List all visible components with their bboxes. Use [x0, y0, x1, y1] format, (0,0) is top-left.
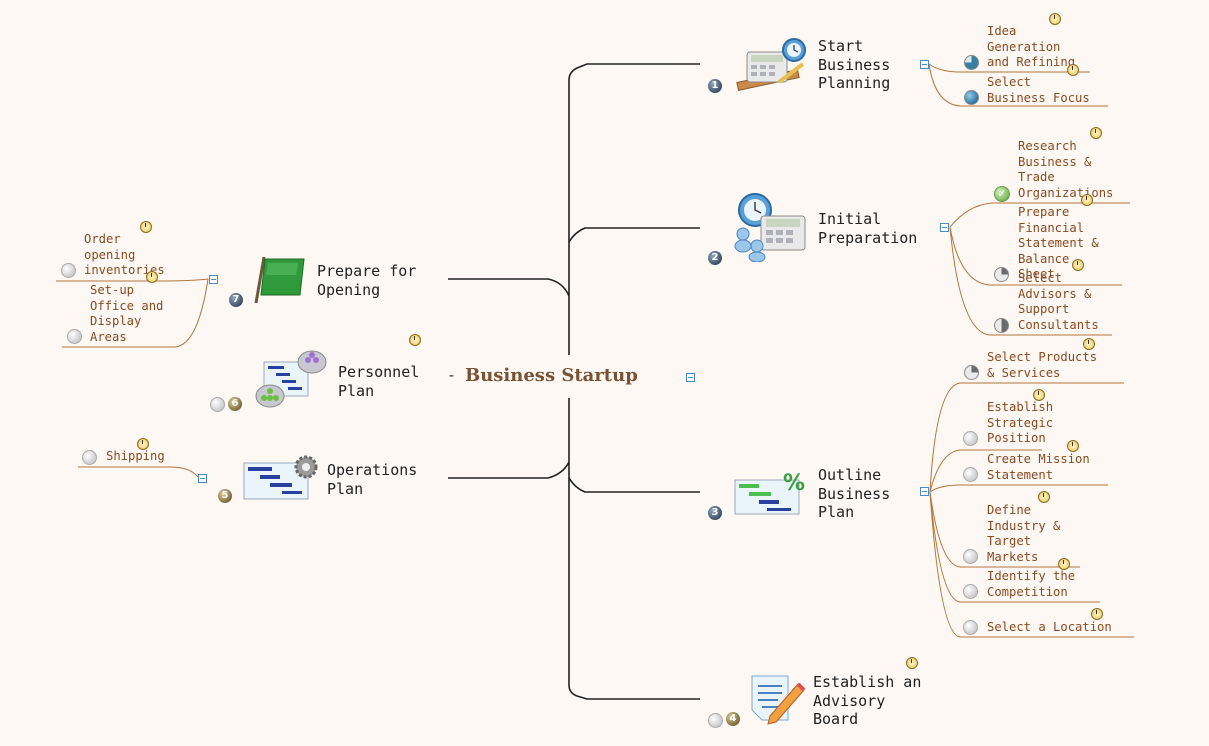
clock-icon [1033, 389, 1045, 401]
branch-number-badge: 7 [229, 293, 243, 307]
clock-icon [1058, 558, 1070, 570]
progress-pie-icon [964, 55, 979, 70]
branch-operations-plan[interactable]: Operations Plan [327, 461, 418, 498]
branch-personnel-plan[interactable]: Personnel Plan [338, 363, 420, 400]
clock-icon [140, 221, 152, 233]
clock-icon [1081, 194, 1093, 206]
clock-icon [146, 271, 158, 283]
gantt-gear-icon [243, 455, 318, 500]
branch-number-badge: 2 [708, 251, 722, 265]
branch-outline-business-plan[interactable]: Outline Business Plan [818, 466, 891, 522]
gantt-percent-icon: % [734, 471, 805, 515]
branch-initial-preparation[interactable]: Initial Preparation [818, 210, 918, 247]
status-dot-icon [963, 467, 978, 482]
leaf-idea-generation[interactable]: Idea Generation and Refining [987, 24, 1076, 69]
leaf-select-business-focus[interactable]: Select Business Focus [987, 75, 1090, 105]
leaf-establish-strategic[interactable]: Establish Strategic Position [987, 400, 1054, 445]
green-flag-icon [254, 256, 305, 304]
branch-establish-advisory-board[interactable]: Establish an Advisory Board [813, 673, 922, 729]
leaf-select-products[interactable]: Select Products & Services [987, 350, 1098, 380]
clock-icon [1049, 13, 1061, 25]
status-dot-icon [210, 397, 225, 412]
clock-icon [1083, 338, 1095, 350]
calculator-ruler-icon [736, 38, 806, 91]
status-dot-icon [963, 584, 978, 599]
branch-start-business-planning[interactable]: Start Business Planning [818, 37, 891, 93]
progress-pie-icon [994, 318, 1009, 333]
branch-collapse-toggle[interactable] [209, 275, 218, 284]
leaf-shipping[interactable]: Shipping [106, 449, 165, 463]
clock-icon [1067, 64, 1079, 76]
status-dot-icon [963, 549, 978, 564]
leaf-research-business[interactable]: Research Business & Trade Organizations [1018, 139, 1114, 200]
status-dot-icon [67, 329, 82, 344]
status-dot-icon [82, 450, 97, 465]
leaf-prepare-financial[interactable]: Prepare Financial Statement & Balance Sh… [1018, 205, 1099, 281]
status-dot-icon [708, 713, 723, 728]
leaf-select-location[interactable]: Select a Location [987, 620, 1112, 634]
branch-collapse-toggle[interactable] [920, 60, 929, 69]
branch-collapse-toggle[interactable] [198, 474, 207, 483]
status-dot-icon [963, 431, 978, 446]
clock-icon [1072, 259, 1084, 271]
branch-prepare-for-opening[interactable]: Prepare for Opening [317, 262, 417, 299]
branch-number-badge: 3 [708, 506, 722, 520]
branch-number-badge: 5 [218, 489, 232, 503]
central-topic-business-startup[interactable]: Business Startup [465, 365, 638, 386]
root-dash: - [447, 366, 457, 384]
leaf-setup-office[interactable]: Set-up Office and Display Areas [90, 283, 164, 344]
status-dot-icon [61, 263, 76, 278]
clock-icon [1090, 127, 1102, 139]
branch-collapse-toggle[interactable] [940, 223, 949, 232]
clock-icon [906, 657, 918, 669]
branch-number-badge: 4 [726, 712, 740, 726]
progress-pie-icon [994, 267, 1009, 282]
clock-icon [1038, 491, 1050, 503]
progress-pie-icon [964, 90, 979, 105]
branch-number-badge: 6 [228, 397, 242, 411]
progress-pie-icon [964, 365, 979, 380]
clock-icon [409, 334, 421, 346]
svg-text:%: % [783, 471, 805, 496]
clock-icon [137, 438, 149, 450]
root-collapse-toggle[interactable] [686, 373, 695, 382]
leaf-order-inventories[interactable]: Order opening inventories [84, 232, 165, 277]
leaf-select-advisors[interactable]: Select Advisors & Support Consultants [1018, 271, 1099, 332]
leaf-create-mission[interactable]: Create Mission Statement [987, 452, 1090, 482]
leaf-identify-competition[interactable]: Identify the Competition [987, 569, 1076, 599]
checkmark-icon: ✓ [994, 186, 1010, 202]
document-pencil-icon [751, 675, 806, 725]
status-dot-icon [963, 620, 978, 635]
calculator-people-icon [734, 193, 806, 262]
branch-collapse-toggle[interactable] [920, 487, 929, 496]
org-chart-people-icon [255, 350, 327, 408]
branch-number-badge: 1 [708, 79, 722, 93]
leaf-define-industry[interactable]: Define Industry & Target Markets [987, 503, 1061, 564]
clock-icon [1067, 440, 1079, 452]
clock-icon [1091, 608, 1103, 620]
